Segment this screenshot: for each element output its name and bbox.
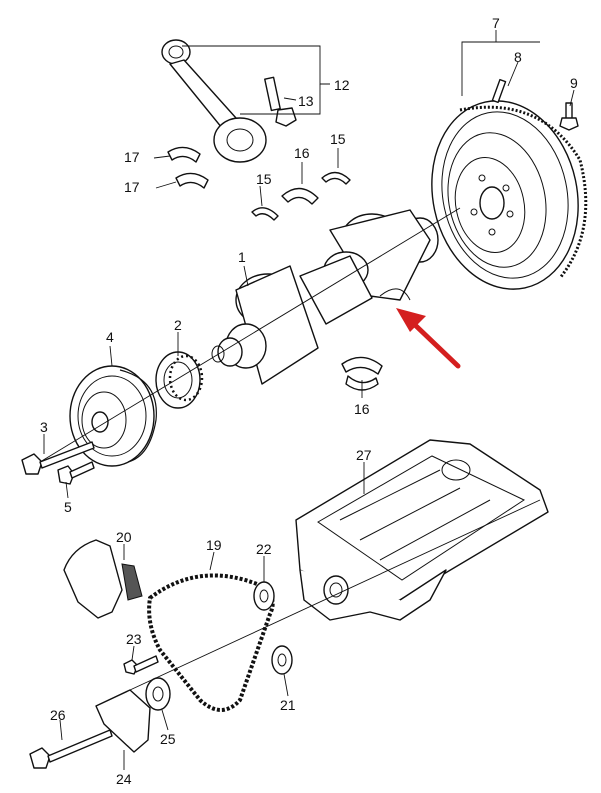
bolt-23 xyxy=(123,655,159,675)
red-arrow-icon xyxy=(396,308,461,369)
leader-lines xyxy=(43,30,575,770)
chain-guide xyxy=(63,539,143,619)
bolt-5 xyxy=(57,461,95,485)
chain-sprocket-22 xyxy=(253,581,275,611)
part-label-16: 16 xyxy=(294,145,310,161)
part-label-12: 12 xyxy=(334,77,350,93)
part-label-21: 21 xyxy=(280,697,296,713)
part-label-13: 13 xyxy=(298,93,314,109)
part-labels: 7 8 9 12 13 15 16 17 15 17 1 2 4 16 3 27… xyxy=(40,15,578,787)
part-label-1: 1 xyxy=(238,249,246,265)
part-label-20: 20 xyxy=(116,529,132,545)
part-label-26: 26 xyxy=(50,707,66,723)
part-label-19: 19 xyxy=(206,537,222,553)
part-label-15: 15 xyxy=(330,131,346,147)
flywheel xyxy=(431,78,588,290)
part-label-5: 5 xyxy=(64,499,72,515)
part-label-22: 22 xyxy=(256,541,272,557)
part-label-27: 27 xyxy=(356,447,372,463)
chain-sprocket-25 xyxy=(145,677,171,711)
part-label-16-lower: 16 xyxy=(354,401,370,417)
oil-sump xyxy=(295,439,549,621)
part-label-3: 3 xyxy=(40,419,48,435)
crankshaft xyxy=(211,209,439,385)
pulley-bolt xyxy=(21,441,95,475)
part-label-17-lower: 17 xyxy=(124,179,140,195)
part-label-8: 8 xyxy=(514,49,522,65)
part-label-24: 24 xyxy=(116,771,132,787)
part-label-23: 23 xyxy=(126,631,142,647)
chain-tensioner xyxy=(95,689,151,753)
connecting-rod xyxy=(161,39,297,163)
part-label-15-lower: 15 xyxy=(256,171,272,187)
part-label-17: 17 xyxy=(124,149,140,165)
part-label-9: 9 xyxy=(570,75,578,91)
chain-sprocket-21 xyxy=(271,645,293,675)
bolt-26 xyxy=(29,729,113,769)
part-label-2: 2 xyxy=(174,317,182,333)
part-label-7: 7 xyxy=(492,15,500,31)
timing-chain xyxy=(147,573,275,712)
part-label-25: 25 xyxy=(160,731,176,747)
bearing-shells xyxy=(167,146,383,391)
part-label-4: 4 xyxy=(106,329,114,345)
crank-sprocket xyxy=(155,351,204,409)
